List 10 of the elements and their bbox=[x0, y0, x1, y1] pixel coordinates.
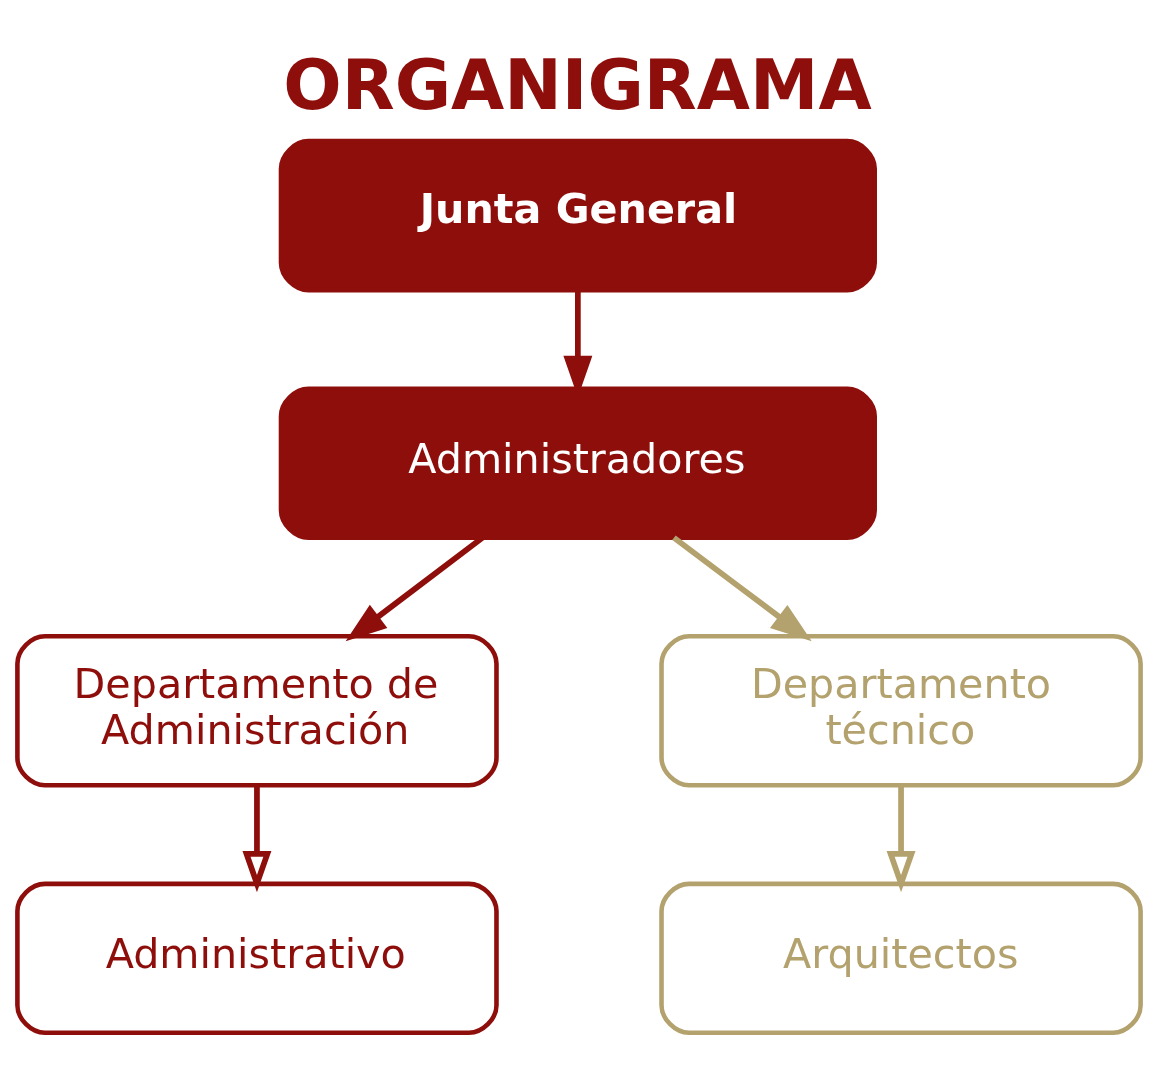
node-box: Administradores bbox=[278, 386, 877, 540]
node-box: Administrativo bbox=[15, 881, 499, 1036]
node-box: Arquitectos bbox=[659, 881, 1143, 1036]
node-box: Departamento técnico bbox=[659, 634, 1143, 788]
arrow bbox=[672, 535, 812, 642]
node-box: Departamento de Administración bbox=[15, 634, 499, 788]
arrow bbox=[242, 785, 272, 893]
arrow bbox=[886, 785, 916, 893]
diagram-title: ORGANIGRAMA bbox=[283, 45, 872, 126]
node-box: Junta General bbox=[278, 138, 877, 293]
